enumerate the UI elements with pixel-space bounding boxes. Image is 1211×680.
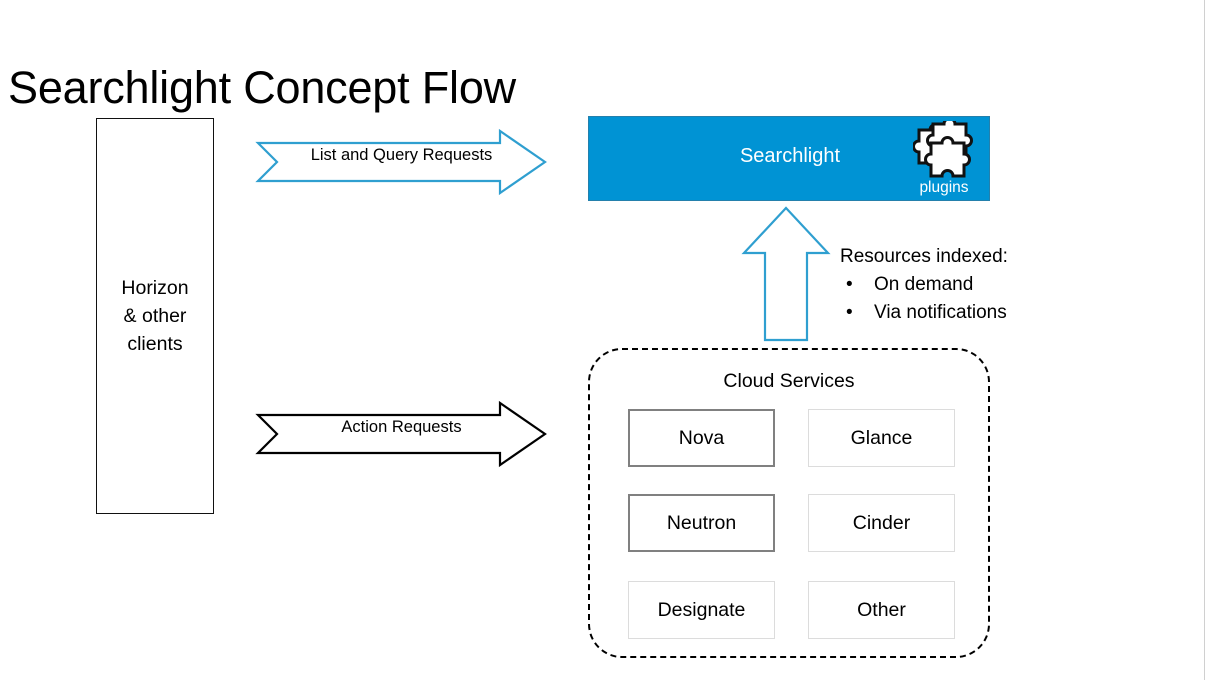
searchlight-title: Searchlight (739, 145, 841, 167)
action-requests-arrow (255, 400, 547, 468)
service-box-glance[interactable]: Glance (808, 409, 955, 467)
service-box-other[interactable]: Other (808, 581, 955, 639)
cloud-services-grid: Nova Glance Neutron Cinder Designate Oth… (628, 409, 955, 639)
page-title: Searchlight Concept Flow (8, 62, 516, 113)
service-box-label: Designate (657, 598, 746, 621)
service-box-neutron[interactable]: Neutron (628, 494, 775, 552)
list-item-label: Via notifications (874, 302, 1007, 323)
resources-indexed-note: Resources indexed: • On demand • Via not… (840, 243, 1110, 327)
resources-indexed-list: • On demand • Via notifications (840, 271, 1110, 327)
list-item: • Via notifications (840, 299, 1110, 327)
indexing-up-arrow (741, 206, 831, 342)
plugins-label: plugins (919, 179, 969, 196)
service-box-cinder[interactable]: Cinder (808, 494, 955, 552)
cloud-services-title: Cloud Services (723, 370, 855, 392)
service-box-label: Other (857, 598, 906, 621)
list-and-query-requests-arrow (255, 128, 547, 196)
list-item: • On demand (840, 271, 1110, 299)
list-item-label: On demand (874, 274, 974, 295)
list-and-query-requests-label: List and Query Requests (310, 146, 493, 164)
cloud-services-container (588, 348, 990, 658)
bullet-icon: • (846, 302, 853, 323)
service-box-label: Nova (678, 426, 725, 449)
service-box-label: Cinder (852, 511, 911, 534)
service-box-nova[interactable]: Nova (628, 409, 775, 467)
service-box-designate[interactable]: Designate (628, 581, 775, 639)
searchlight-bar: Searchlight plugins (588, 116, 990, 201)
clients-box-label: Horizon & other clients (121, 277, 189, 355)
plugins-group: plugins (905, 121, 983, 199)
action-requests-label: Action Requests (341, 418, 462, 436)
bullet-icon: • (846, 274, 853, 295)
plugins-puzzle-icon (913, 121, 973, 178)
page-edge-rule (1204, 0, 1205, 680)
resources-indexed-heading: Resources indexed: (840, 246, 1008, 267)
service-box-label: Glance (850, 426, 913, 449)
clients-box: Horizon & other clients (96, 118, 214, 514)
service-box-label: Neutron (666, 511, 737, 534)
